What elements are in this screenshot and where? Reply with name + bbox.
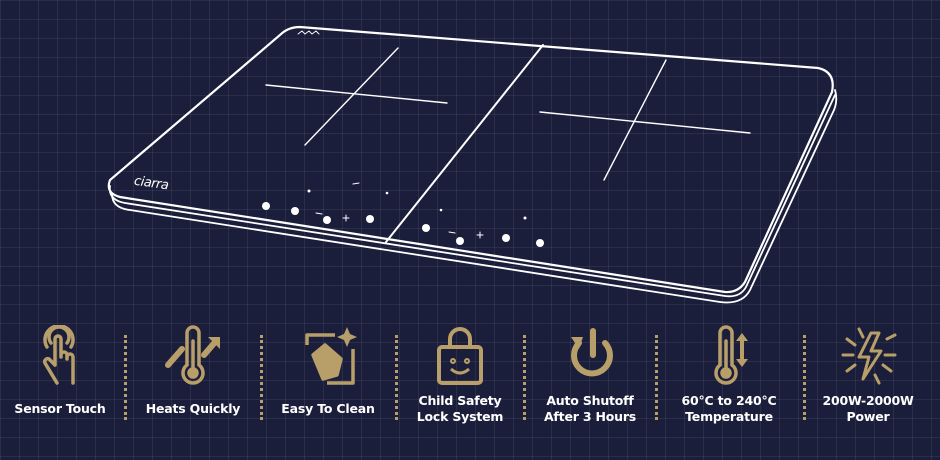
divider <box>395 335 398 420</box>
feature-label: After 3 Hours <box>543 409 637 424</box>
feature-heats-quickly: Heats Quickly <box>123 325 263 417</box>
right-zone-cross-d <box>603 59 667 181</box>
feature-auto-shutoff: Auto Shutoff After 3 Hours <box>520 325 660 425</box>
feature-label: Sensor Touch <box>14 401 106 416</box>
control-marks <box>297 30 484 239</box>
feature-power-range: 200W-2000W Power <box>798 325 938 425</box>
thermometer-range-icon <box>714 325 748 385</box>
thermometer-up-icon <box>165 325 220 385</box>
divider <box>655 335 658 420</box>
left-zone-cross-h <box>265 84 448 104</box>
divider <box>803 335 806 420</box>
right-zone-cross-h <box>539 111 751 134</box>
lock-icon <box>437 327 483 385</box>
feature-easy-to-clean: Easy To Clean <box>258 325 398 417</box>
divider <box>124 335 127 420</box>
feature-label: Child Safety <box>418 393 502 408</box>
lightning-icon <box>841 327 897 385</box>
feature-label: Lock System <box>416 409 504 424</box>
cooktop-illustration <box>107 25 838 304</box>
control-buttons <box>262 189 544 247</box>
feature-label: Auto Shutoff <box>546 393 634 408</box>
zone-divider <box>385 44 544 243</box>
feature-label: Easy To Clean <box>281 401 375 416</box>
feature-label: Power <box>846 409 890 424</box>
feature-temperature-range: 60°C to 240°C Temperature <box>659 325 799 425</box>
feature-label: 200W-2000W <box>822 393 914 408</box>
touch-icon <box>42 325 75 385</box>
feature-child-safety-lock: Child Safety Lock System <box>390 325 530 425</box>
feature-label: Temperature <box>685 409 773 424</box>
feature-label: Heats Quickly <box>145 401 241 416</box>
feature-sensor-touch: Sensor Touch <box>0 325 130 417</box>
left-zone-cross-d <box>304 47 399 146</box>
cooktop-outline <box>107 25 834 294</box>
cooktop-side <box>108 94 836 298</box>
wipe-clean-icon <box>305 327 357 385</box>
divider <box>523 335 526 420</box>
feature-label: 60°C to 240°C <box>681 393 777 408</box>
power-timer-icon <box>571 328 613 377</box>
divider <box>260 335 263 420</box>
cooktop-base <box>111 89 838 304</box>
